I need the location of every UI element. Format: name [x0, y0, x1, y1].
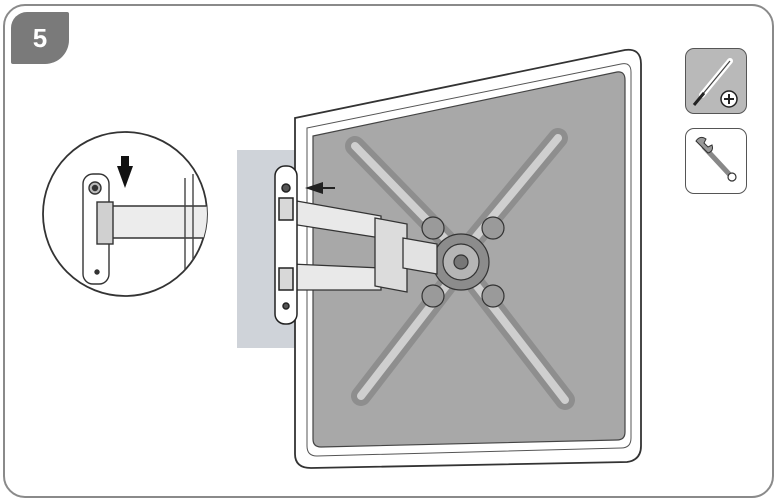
screwdriver-icon: [692, 58, 738, 108]
screw-arrow: [305, 182, 335, 194]
step-badge-background: [11, 12, 69, 64]
step-number: 5: [32, 23, 48, 53]
step-badge: 5: [11, 12, 69, 64]
wall-plate: [274, 165, 298, 325]
step-panel: 5: [3, 4, 774, 498]
assembly-illustration: [42, 48, 642, 469]
articulating-arm: [290, 199, 438, 293]
x-mounting-bracket: [345, 128, 575, 410]
detail-zoom-circle: [42, 131, 208, 297]
wrench-icon: [695, 136, 737, 182]
tool-card-screwdriver: [685, 48, 747, 114]
tool-card-wrench: [685, 128, 747, 194]
